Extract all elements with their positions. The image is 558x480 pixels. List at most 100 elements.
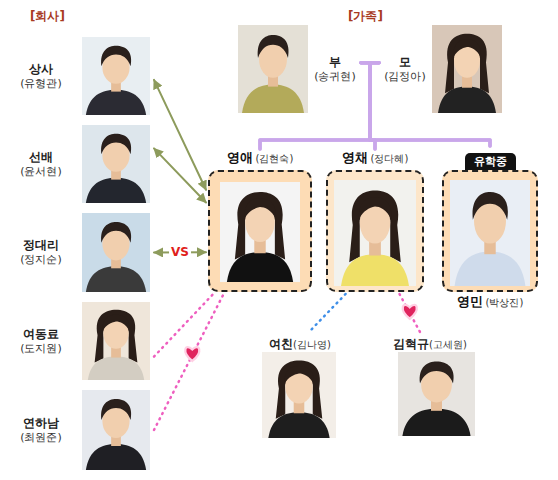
portrait <box>82 213 150 292</box>
person-figure <box>227 192 293 282</box>
love-line <box>400 294 421 332</box>
person-figure <box>402 361 470 436</box>
role-name: 유학중 <box>465 153 516 170</box>
person-card: 여동료(도지원) <box>2 302 152 380</box>
dashed-frame <box>326 170 424 292</box>
person-card: 여친(김나영) <box>255 334 345 440</box>
photo-ground <box>432 25 502 113</box>
person-figure <box>268 361 329 438</box>
heart-symbol <box>185 347 199 361</box>
family-member-box: 유학중영민(박상진) <box>442 147 538 309</box>
actor-name: (김정아) <box>384 70 426 84</box>
person-figure <box>86 46 146 115</box>
person-card: 모(김정아) <box>380 25 502 113</box>
name-label: 영채(정다혜) <box>326 150 424 168</box>
portrait <box>450 180 530 286</box>
role-name: 부 <box>329 55 341 70</box>
section-heading: [가족] <box>348 8 383 25</box>
frame-ground <box>208 170 312 292</box>
name-label: 연하남(최원준) <box>2 390 80 470</box>
portrait <box>334 180 416 286</box>
name-label: 여동료(도지원) <box>2 302 80 380</box>
actor-name: (유형관) <box>20 77 62 91</box>
photo-ground <box>238 25 308 113</box>
name-label: 여친(김나영) <box>255 337 345 352</box>
actor-name: (박상진) <box>486 297 524 310</box>
role-name: 정대리 <box>23 238 59 253</box>
portrait <box>82 390 150 470</box>
photo-ground <box>82 125 150 203</box>
photo-ground <box>220 182 300 282</box>
photo-ground <box>82 302 150 380</box>
love-line <box>154 294 224 430</box>
family-member-box: 영애(김현숙) <box>208 150 312 292</box>
name-label: 영민(박상진) <box>442 294 538 309</box>
portrait <box>220 182 300 282</box>
photo-ground <box>262 352 336 438</box>
photo-ground <box>82 213 150 292</box>
person-figure <box>242 35 304 113</box>
portrait <box>398 352 475 436</box>
role-name: 영채 <box>342 150 368 166</box>
actor-name: (김나영) <box>293 339 331 352</box>
dashed-frame <box>208 170 312 292</box>
role-name: 연하남 <box>23 416 59 431</box>
family-line <box>260 63 370 149</box>
person-figure <box>438 34 496 113</box>
person-figure <box>86 222 146 292</box>
photo-ground <box>334 180 416 286</box>
love-line <box>154 294 213 357</box>
section-heading: [회사] <box>30 8 65 25</box>
role-name: 김혁규 <box>393 337 429 352</box>
photo-ground <box>398 352 475 436</box>
heart-symbol <box>403 305 417 319</box>
role-name: 모 <box>399 55 411 70</box>
love-line <box>309 294 346 332</box>
person-card: 김혁규(고세원) <box>380 334 480 438</box>
relation-arrow <box>154 148 206 202</box>
person-card: 부(송귀현) <box>238 25 360 113</box>
person-card: 선배(윤서현) <box>2 125 152 203</box>
actor-name: (고세원) <box>429 339 467 352</box>
person-card: 정대리(정지순) <box>2 213 152 292</box>
portrait <box>82 125 150 203</box>
actor-name: (정다혜) <box>371 153 409 166</box>
photo-ground <box>82 390 150 470</box>
actor-name: (김현숙) <box>256 153 294 166</box>
photo-ground <box>450 180 530 286</box>
person-figure <box>455 192 526 286</box>
name-label: 영애(김현숙) <box>208 150 312 168</box>
role-name: 여동료 <box>23 327 59 342</box>
name-label: 모(김정아) <box>380 25 430 113</box>
portrait <box>238 25 308 113</box>
person-figure <box>86 134 146 203</box>
portrait <box>262 352 336 438</box>
dashed-frame <box>442 170 538 292</box>
person-figure <box>88 310 144 380</box>
photo-ground <box>82 37 150 115</box>
name-label: 정대리(정지순) <box>2 213 80 292</box>
person-card: 연하남(최원준) <box>2 390 152 470</box>
actor-name: 영민 <box>457 294 483 310</box>
portrait <box>82 302 150 380</box>
family-member-box: 영채(정다혜) <box>326 150 424 292</box>
role-name: 선배 <box>29 150 53 165</box>
name-label: 선배(윤서현) <box>2 125 80 203</box>
family-line <box>361 63 375 149</box>
portrait <box>432 25 502 113</box>
role-name: 상사 <box>29 62 53 77</box>
name-label: 김혁규(고세원) <box>380 337 480 352</box>
role-name: 영애 <box>227 150 253 166</box>
person-card: 상사(유형관) <box>2 37 152 115</box>
actor-name: (윤서현) <box>20 165 62 179</box>
person-figure <box>341 191 409 286</box>
relation-arrow <box>154 80 206 190</box>
role-name: 여친 <box>269 337 293 352</box>
status-tag: 유학중 <box>442 147 538 170</box>
name-label: 상사(유형관) <box>2 37 80 115</box>
actor-name: (송귀현) <box>314 70 356 84</box>
